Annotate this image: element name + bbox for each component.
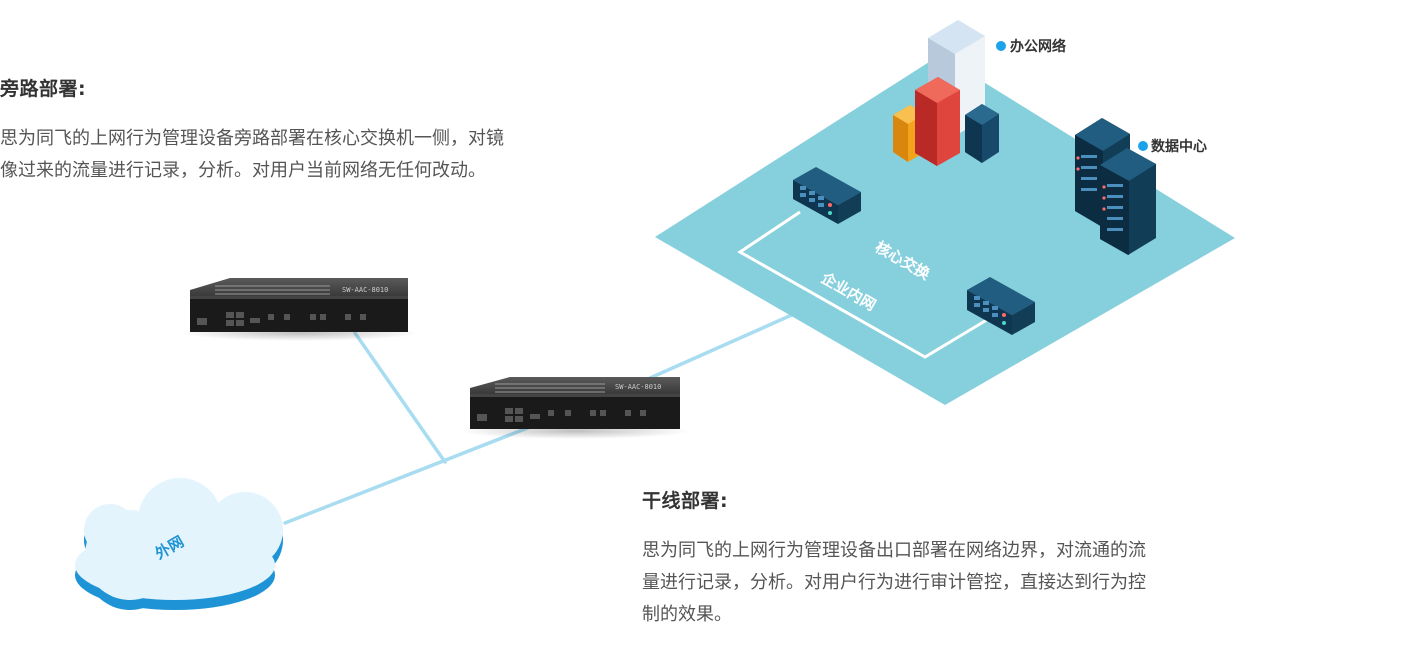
bypass-device-model: SW-AAC-8010	[342, 286, 388, 294]
intranet-boundary-line	[737, 210, 991, 359]
link-cloud-to-inline-device	[283, 423, 537, 525]
datacenter-legend-dot	[1138, 141, 1148, 151]
inline-deployment-description: 思为同飞的上网行为管理设备出口部署在网络边界，对流通的流 量进行记录，分析。对用…	[642, 535, 1222, 631]
internet-cloud: 外网	[75, 478, 283, 610]
office-network-label: 办公网络	[1010, 38, 1066, 55]
inline-description-line: 量进行记录，分析。对用户行为进行审计管控，直接达到行为控	[642, 572, 1146, 593]
bypass-deployment-section: 旁路部署: 思为同飞的上网行为管理设备旁路部署在核心交换机一侧，对镜 像过来的流…	[0, 74, 580, 187]
core-switch-top	[793, 167, 861, 224]
inline-device-model: SW-AAC-8010	[615, 383, 661, 391]
bypass-description-line: 像过来的流量进行记录，分析。对用户当前网络无任何改动。	[0, 160, 486, 181]
inline-deployment-section: 干线部署: 思为同飞的上网行为管理设备出口部署在网络边界，对流通的流 量进行记录…	[642, 486, 1222, 631]
datacenter-label: 数据中心	[1151, 138, 1207, 155]
bypass-gateway-device: SW-AAC-8010	[180, 278, 420, 341]
datacenter-servers	[1075, 118, 1156, 255]
office-legend-dot	[996, 41, 1006, 51]
inline-deployment-title: 干线部署:	[642, 490, 729, 512]
core-switch-bottom	[967, 277, 1035, 335]
bypass-description-line: 思为同飞的上网行为管理设备旁路部署在核心交换机一侧，对镜	[0, 128, 504, 149]
bypass-deployment-description: 思为同飞的上网行为管理设备旁路部署在核心交换机一侧，对镜 像过来的流量进行记录，…	[0, 123, 580, 187]
office-buildings	[893, 20, 999, 166]
link-bypass-device-to-junction	[353, 331, 447, 464]
inline-gateway-device: SW-AAC-8010	[460, 377, 690, 439]
bypass-deployment-title: 旁路部署:	[0, 78, 87, 100]
inline-description-line: 思为同飞的上网行为管理设备出口部署在网络边界，对流通的流	[642, 540, 1146, 561]
inline-description-line: 制的效果。	[642, 604, 732, 625]
intranet-platform: 核心交换 企业内网	[655, 55, 1235, 405]
